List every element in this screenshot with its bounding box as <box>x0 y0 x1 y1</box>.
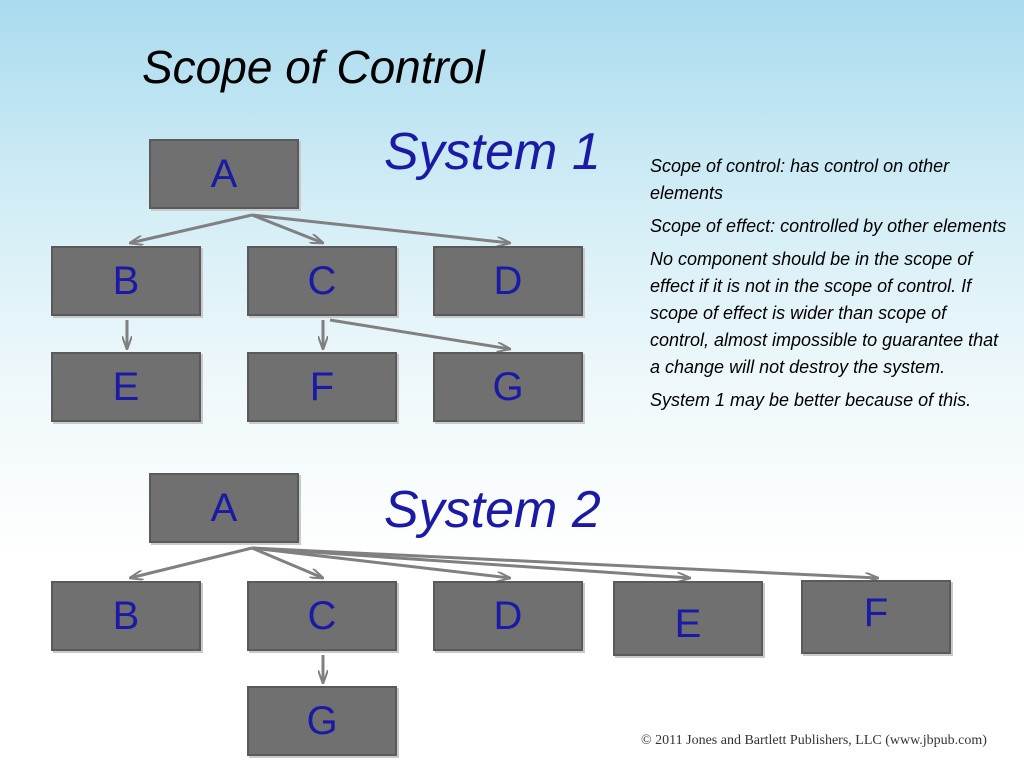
edge-s2-a-b <box>130 546 253 578</box>
slide-title: Scope of Control <box>142 41 485 93</box>
edge-s1-c-g <box>329 318 510 349</box>
system2-node-e: E <box>613 581 763 656</box>
system2-node-f: F <box>801 580 951 654</box>
system1-node-c: C <box>247 246 397 316</box>
system2-node-a: A <box>149 473 299 543</box>
note-conclusion: System 1 may be better because of this. <box>650 390 972 410</box>
system2-node-b: B <box>51 581 201 651</box>
edge-s2-a-e <box>251 546 690 578</box>
note-scope-of-effect: Scope of effect: controlled by other ele… <box>650 216 1007 236</box>
notes-panel: Scope of control: has control on other e… <box>650 153 1010 420</box>
system2-node-g: G <box>247 686 397 756</box>
system1-node-a: A <box>149 139 299 209</box>
system2-label: System 2 <box>384 481 601 539</box>
system1-node-f: F <box>247 352 397 422</box>
system2-node-d: D <box>433 581 583 651</box>
system1-node-g: G <box>433 352 583 422</box>
system1-label: System 1 <box>384 123 601 181</box>
note-scope-of-control: Scope of control: has control on other e… <box>650 156 950 203</box>
edge-s1-a-b <box>130 213 253 243</box>
edge-s2-a-c <box>251 546 323 578</box>
system1-node-d: D <box>433 246 583 316</box>
edge-s1-a-c <box>251 213 323 243</box>
edge-s1-a-d <box>251 213 510 243</box>
note-rule: No component should be in the scope of e… <box>650 249 999 377</box>
system1-node-b: B <box>51 246 201 316</box>
edge-s2-a-d <box>251 546 510 578</box>
edge-s2-a-f <box>251 546 878 578</box>
system2-node-c: C <box>247 581 397 651</box>
system1-node-e: E <box>51 352 201 422</box>
copyright-notice: © 2011 Jones and Bartlett Publishers, LL… <box>641 733 987 748</box>
